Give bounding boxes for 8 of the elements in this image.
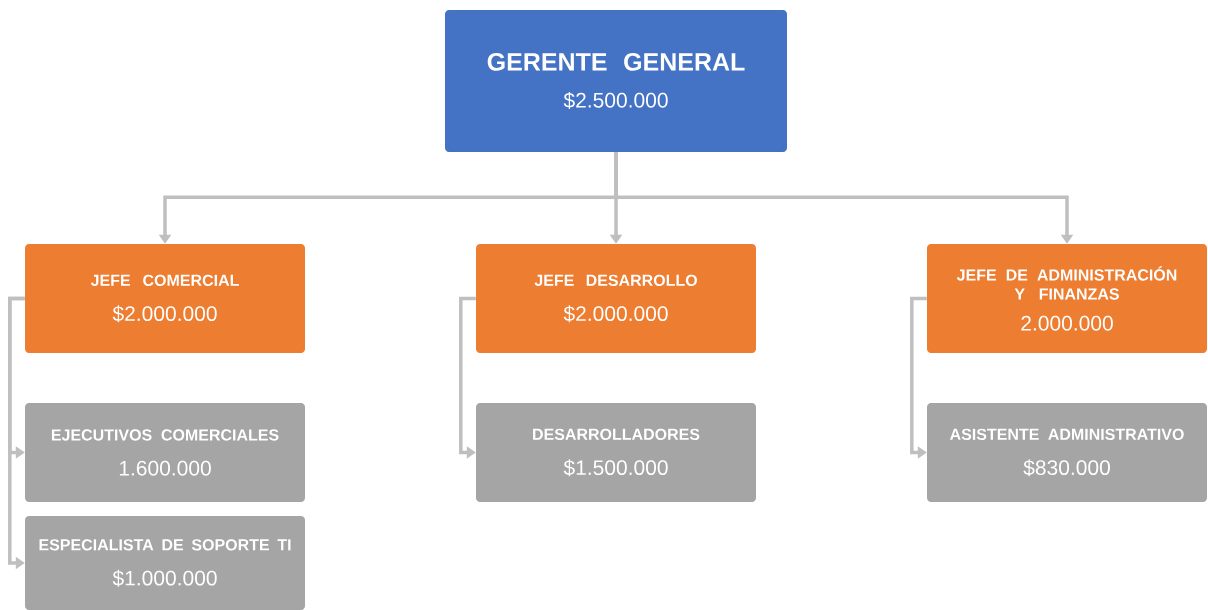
position-box: JEFE DESARROLLO $2.000.000 <box>476 244 756 353</box>
position-box: ASISTENTE ADMINISTRATIVO $830.000 <box>927 403 1207 502</box>
position-box: JEFE COMERCIAL $2.000.000 <box>25 244 305 353</box>
position-box: GERENTE GENERAL $2.500.000 <box>445 10 787 152</box>
position-box: EJECUTIVOS COMERCIALES 1.600.000 <box>25 403 305 502</box>
position-box: ESPECIALISTA DE SOPORTE TI $1.000.000 <box>25 516 305 610</box>
position-box: JEFE DE ADMINISTRACIÓN Y FINANZAS 2.000.000 <box>927 244 1207 353</box>
position-box: DESARROLLADORES $1.500.000 <box>476 403 756 502</box>
